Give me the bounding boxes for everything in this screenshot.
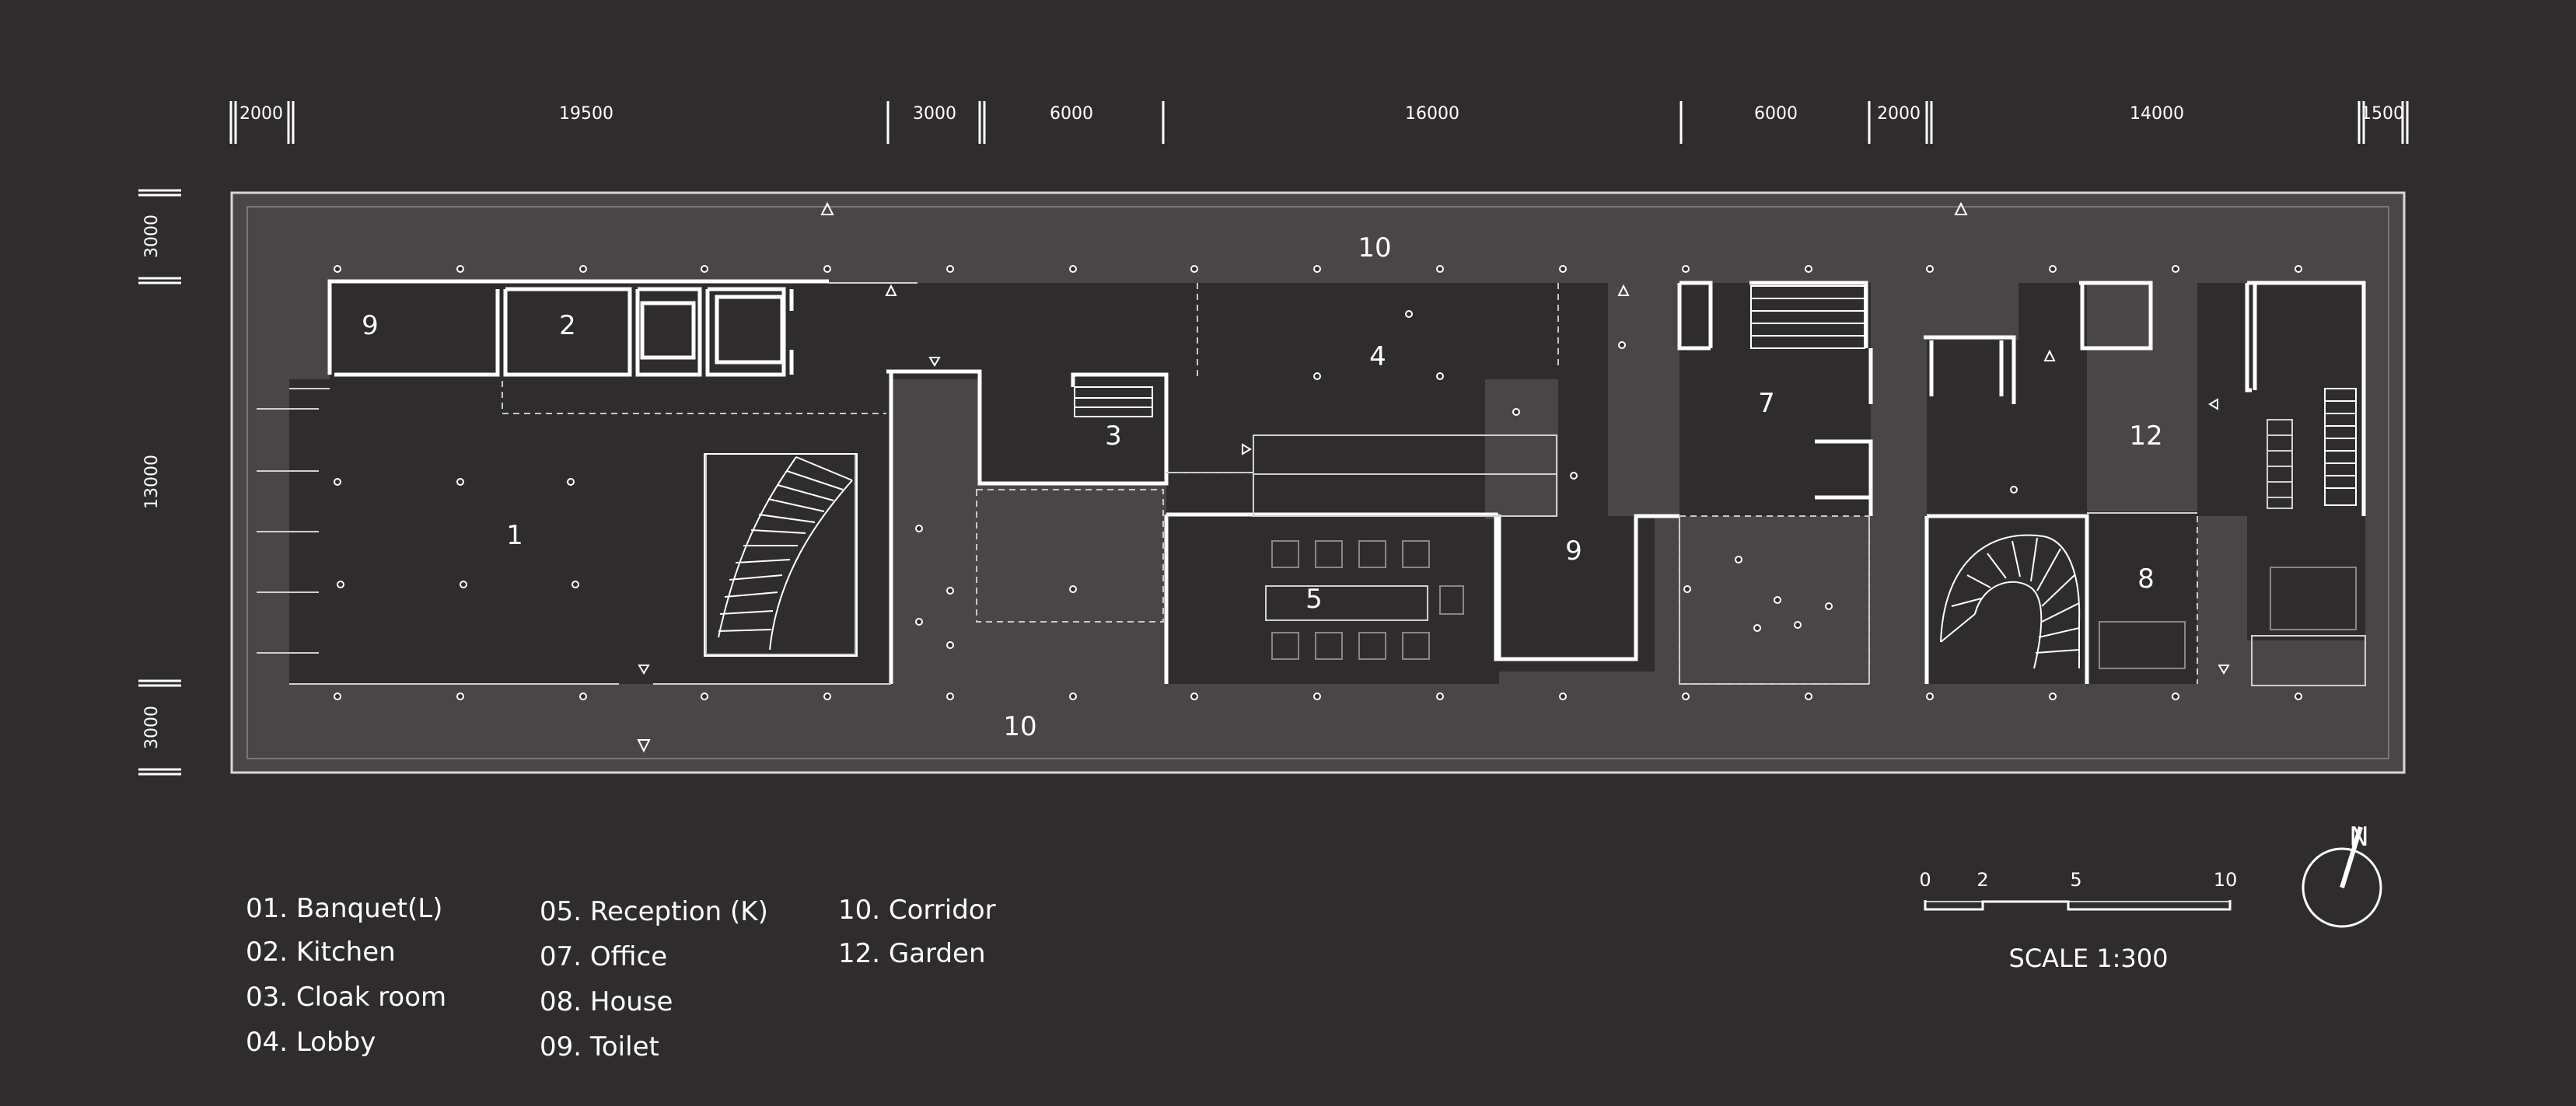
legend-item: 01. Banquet(L) xyxy=(246,893,442,924)
legend: 01. Banquet(L) 02. Kitchen 03. Cloak roo… xyxy=(246,893,996,1062)
legend-item: 03. Cloak room xyxy=(246,982,446,1013)
dim-top-2: 19500 xyxy=(559,104,613,124)
spiral-stair-east xyxy=(1940,534,2081,669)
room-label-banquet: 1 xyxy=(506,520,523,551)
legend-item: 04. Lobby xyxy=(246,1027,376,1058)
dim-top-6: 6000 xyxy=(1754,104,1798,124)
entry-markers xyxy=(637,201,2230,753)
room-label-cloak: 3 xyxy=(1105,420,1122,452)
legend-item: 10. Corridor xyxy=(838,895,996,926)
dim-top-7: 2000 xyxy=(1877,104,1921,124)
left-dimension-string xyxy=(138,189,181,776)
dim-top-1: 2000 xyxy=(239,104,283,124)
room-label-office: 7 xyxy=(1758,388,1775,419)
room-label-lobby: 4 xyxy=(1369,341,1386,372)
legend-item: 12. Garden xyxy=(838,938,986,969)
legend-item: 02. Kitchen xyxy=(246,937,396,968)
garden-area xyxy=(2087,390,2197,511)
room-label-garden: 12 xyxy=(2129,420,2162,452)
dim-left-2: 13000 xyxy=(142,455,162,509)
room-label-toilet-west: 9 xyxy=(362,310,379,341)
legend-item: 09. Toilet xyxy=(540,1031,659,1062)
column-markers xyxy=(334,265,2302,700)
legend-item: 08. House xyxy=(540,986,673,1017)
straight-stairs xyxy=(1074,285,2357,506)
dim-top-9: 1500 xyxy=(2361,104,2404,124)
top-dimension-labels: 2000 19500 3000 6000 16000 6000 2000 140… xyxy=(239,104,2404,124)
scale-tick-2: 2 xyxy=(1977,869,1988,891)
north-arrow-icon: N xyxy=(2302,822,2382,928)
room-label-corridor-north: 10 xyxy=(1358,232,1391,263)
scale-tick-0: 0 xyxy=(1919,869,1931,891)
dim-left-1: 3000 xyxy=(142,215,162,258)
scale-bar: 0 2 5 10 SCALE 1:300 xyxy=(1919,869,2237,973)
spiral-stair-west xyxy=(704,453,858,657)
room-label-kitchen: 2 xyxy=(559,310,576,341)
dim-top-5: 16000 xyxy=(1405,104,1459,124)
dashed-lines xyxy=(502,283,2198,685)
top-dimension-string xyxy=(229,101,2409,144)
dim-top-3: 3000 xyxy=(913,104,956,124)
scale-tick-10: 10 xyxy=(2214,869,2238,891)
room-label-house: 8 xyxy=(2137,563,2155,595)
scale-caption: SCALE 1:300 xyxy=(2009,944,2169,973)
reception-furniture xyxy=(1271,540,2357,669)
dim-top-4: 6000 xyxy=(1050,104,1093,124)
scale-tick-5: 5 xyxy=(2070,869,2081,891)
legend-item: 05. Reception (K) xyxy=(540,896,768,927)
north-label: N xyxy=(2349,822,2368,853)
walls xyxy=(327,279,2366,684)
legend-item: 07. Office xyxy=(540,941,667,972)
interior-rooms xyxy=(289,283,2365,684)
left-dimension-labels: 3000 13000 3000 xyxy=(142,215,162,749)
room-label-corridor-south: 10 xyxy=(1003,711,1036,742)
room-labels: 1 2 3 4 5 7 8 9 9 10 10 12 xyxy=(362,232,2162,742)
dim-top-8: 14000 xyxy=(2130,104,2184,124)
dim-left-3: 3000 xyxy=(142,706,162,749)
room-label-reception: 5 xyxy=(1305,584,1323,615)
room-label-toilet-mid: 9 xyxy=(1565,536,1582,567)
